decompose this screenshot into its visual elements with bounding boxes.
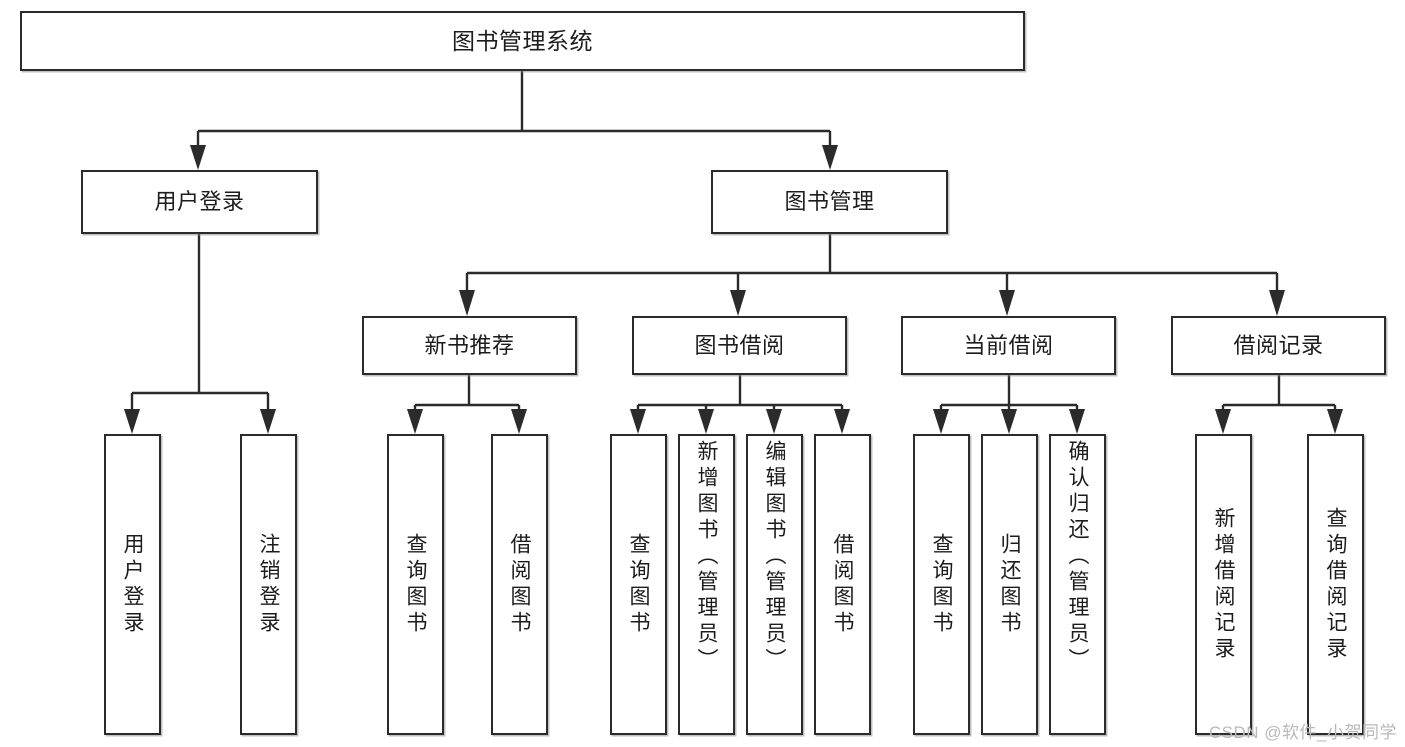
node-label: 图书管理系统 xyxy=(452,27,593,54)
arrowhead-leaf-user-logout xyxy=(260,409,276,434)
arrowhead-leaf-query-record xyxy=(1327,409,1343,434)
node-user-login[interactable]: 用户登录 xyxy=(81,170,318,234)
node-current-borrow[interactable]: 当前借阅 xyxy=(901,316,1116,375)
node-label: 借阅图书 xyxy=(831,532,854,637)
node-label: 当前借阅 xyxy=(963,332,1054,358)
arrowhead-book-mgmt xyxy=(822,145,838,170)
node-label: 注销登录 xyxy=(257,532,280,637)
node-leaf-edit-book-admin[interactable]: 编辑图书（管理员） xyxy=(746,434,803,735)
node-book-borrow[interactable]: 图书借阅 xyxy=(632,316,847,375)
node-leaf-return-book[interactable]: 归还图书 xyxy=(981,434,1038,735)
node-label: 归还图书 xyxy=(998,532,1021,637)
arrowhead-leaf-query-book-3 xyxy=(933,409,949,434)
node-label: 编辑图书（管理员） xyxy=(763,440,786,674)
node-label: 借阅图书 xyxy=(508,532,531,637)
node-label: 查询图书 xyxy=(404,532,427,637)
node-leaf-user-logout[interactable]: 注销登录 xyxy=(240,434,297,735)
node-borrow-record[interactable]: 借阅记录 xyxy=(1171,316,1386,375)
node-label: 图书管理 xyxy=(784,189,875,215)
node-leaf-confirm-return-admin[interactable]: 确认归还（管理员） xyxy=(1049,434,1106,735)
node-label: 新增图书（管理员） xyxy=(695,440,718,674)
arrowhead-leaf-query-book-1 xyxy=(407,409,423,434)
node-label: 新增借阅记录 xyxy=(1212,506,1235,663)
node-leaf-add-borrow-record[interactable]: 新增借阅记录 xyxy=(1195,434,1252,735)
node-leaf-add-book-admin[interactable]: 新增图书（管理员） xyxy=(678,434,735,735)
arrowhead-borrow-record xyxy=(1269,290,1285,316)
arrowhead-current-borrow xyxy=(999,290,1015,316)
node-book-management[interactable]: 图书管理 xyxy=(711,170,948,234)
node-label: 用户登录 xyxy=(154,189,245,215)
node-new-book-recommend[interactable]: 新书推荐 xyxy=(362,316,577,375)
node-label: 用户登录 xyxy=(121,532,144,637)
arrowhead-leaf-query-book-2 xyxy=(630,409,646,434)
arrowhead-leaf-borrow-book-1 xyxy=(511,409,527,434)
node-label: 新书推荐 xyxy=(424,332,515,358)
node-leaf-query-borrow-record[interactable]: 查询借阅记录 xyxy=(1307,434,1364,735)
node-leaf-query-book-recommend[interactable]: 查询图书 xyxy=(387,434,444,735)
node-label: 查询图书 xyxy=(627,532,650,637)
csdn-watermark: CSDN @软件_小贺同学 xyxy=(1208,723,1397,742)
node-leaf-borrow-book[interactable]: 借阅图书 xyxy=(814,434,871,735)
node-label: 查询图书 xyxy=(930,532,953,637)
arrowhead-new-book-recommend xyxy=(459,290,475,316)
arrowhead-leaf-borrow-book-2 xyxy=(834,409,850,434)
node-label: 查询借阅记录 xyxy=(1324,506,1347,663)
arrowhead-leaf-confirm-return xyxy=(1069,409,1085,434)
node-leaf-query-book-current[interactable]: 查询图书 xyxy=(913,434,970,735)
arrowhead-leaf-user-login xyxy=(124,409,140,434)
arrowhead-leaf-add-book xyxy=(698,409,714,434)
node-leaf-user-login[interactable]: 用户登录 xyxy=(104,434,161,735)
node-leaf-query-book-borrow[interactable]: 查询图书 xyxy=(610,434,667,735)
arrowhead-book-borrow xyxy=(730,290,746,316)
node-label: 借阅记录 xyxy=(1233,332,1324,358)
arrowhead-user-login xyxy=(190,145,206,170)
arrowhead-leaf-return-book xyxy=(1001,409,1017,434)
node-root-book-management-system[interactable]: 图书管理系统 xyxy=(20,11,1025,71)
arrowhead-leaf-add-record xyxy=(1215,409,1231,434)
arrowhead-leaf-edit-book xyxy=(766,409,782,434)
node-label: 图书借阅 xyxy=(694,332,785,358)
node-label: 确认归还（管理员） xyxy=(1066,440,1089,674)
node-leaf-borrow-book-recommend[interactable]: 借阅图书 xyxy=(491,434,548,735)
